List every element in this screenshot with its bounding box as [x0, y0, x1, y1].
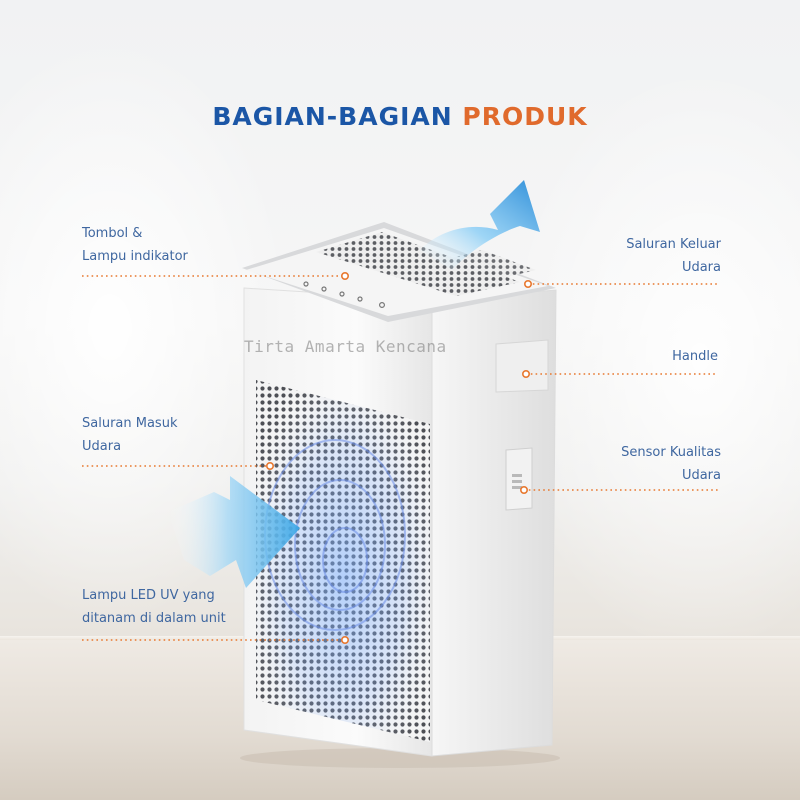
- outlet-arrow: [420, 180, 540, 270]
- label-line: Udara: [681, 468, 721, 483]
- label-air-inlet: Saluran Masuk Udara: [82, 412, 177, 458]
- label-air-outlet: Saluran Keluar Udara: [626, 233, 721, 279]
- label-line: Handle: [672, 349, 718, 364]
- label-line: ditanam di dalam unit: [82, 611, 226, 626]
- inlet-arrow: [168, 476, 300, 588]
- leader-dots: [265, 271, 532, 644]
- page-title: BAGIAN-BAGIAN PRODUK: [0, 102, 800, 131]
- label-line: Tombol &: [82, 226, 143, 241]
- label-line: Lampu LED UV yang: [82, 588, 215, 603]
- leader-lines: [82, 275, 718, 641]
- label-line: Udara: [681, 260, 721, 275]
- label-air-quality-sensor: Sensor Kualitas Udara: [621, 441, 721, 487]
- control-buttons: [303, 281, 386, 309]
- watermark: Tirta Amarta Kencana: [244, 337, 447, 356]
- label-handle: Handle: [672, 345, 718, 368]
- label-line: Saluran Keluar: [626, 237, 721, 252]
- label-line: Udara: [82, 439, 122, 454]
- title-part-orange: PRODUK: [462, 102, 588, 131]
- label-line: Sensor Kualitas: [621, 445, 721, 460]
- label-line: Lampu indikator: [82, 249, 188, 264]
- title-part-blue: BAGIAN-BAGIAN: [212, 102, 453, 131]
- label-uv-led: Lampu LED UV yang ditanam di dalam unit: [82, 584, 226, 630]
- label-line: Saluran Masuk: [82, 416, 178, 431]
- label-buttons-indicator: Tombol & Lampu indikator: [82, 222, 188, 268]
